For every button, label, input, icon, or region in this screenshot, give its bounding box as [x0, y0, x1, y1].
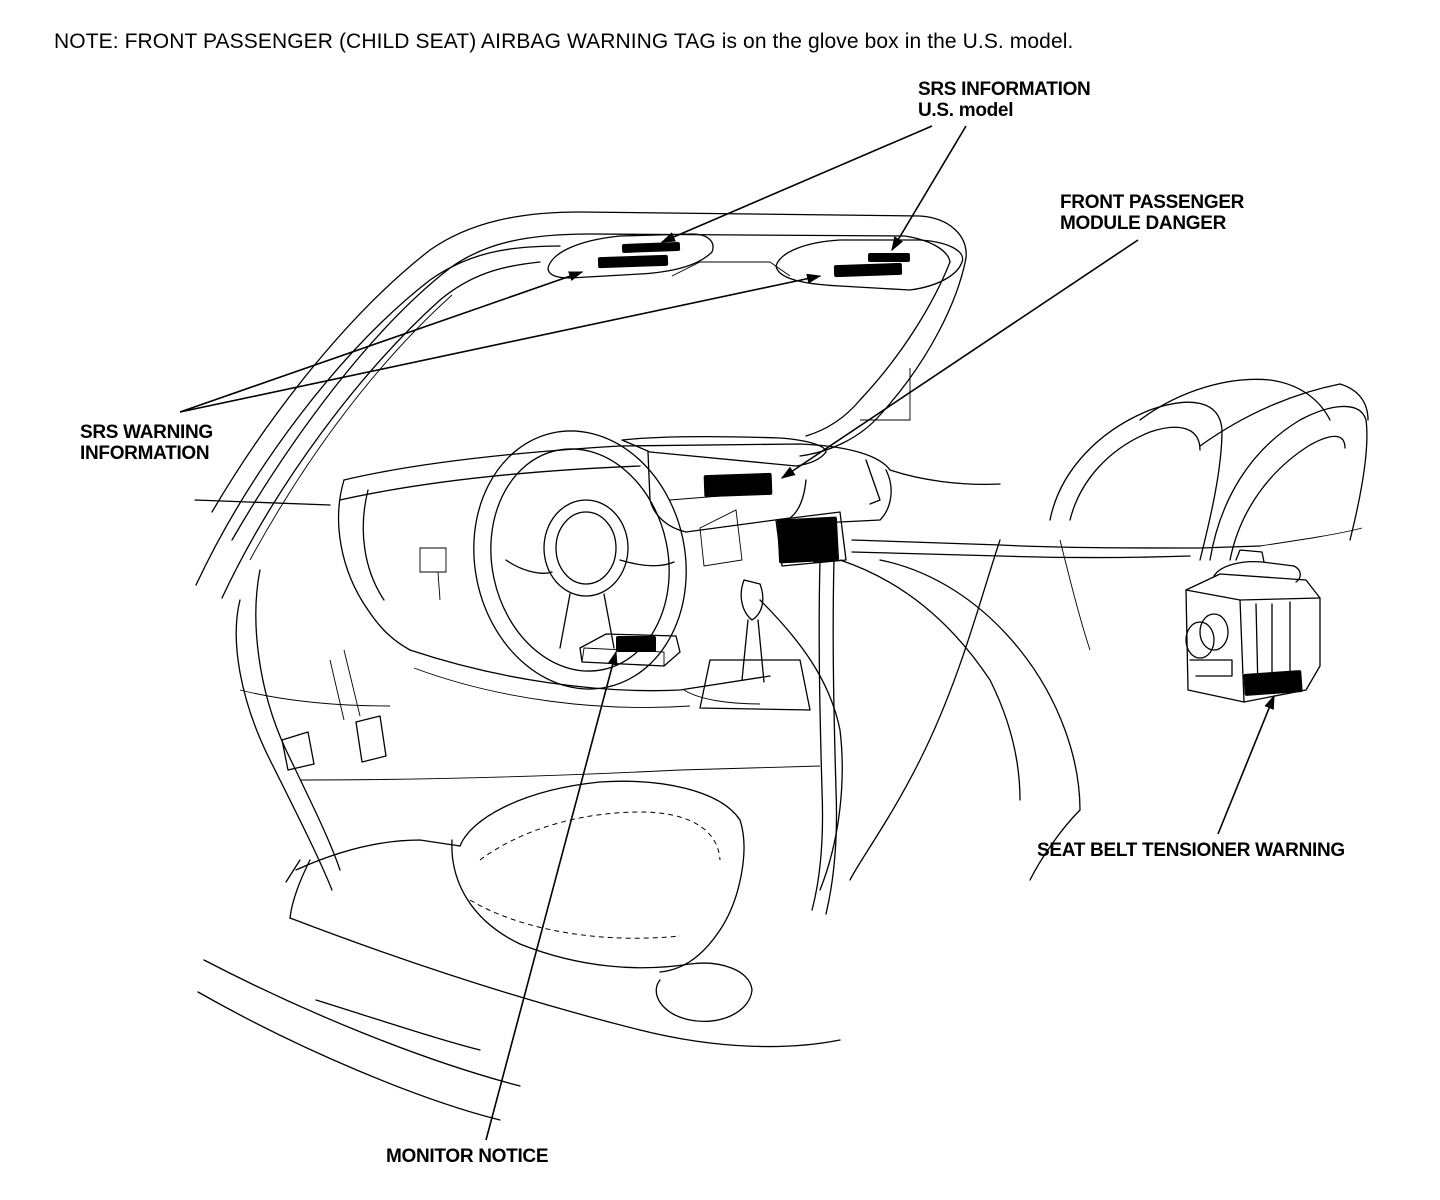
dashboard: [194, 443, 1363, 708]
label-monitor-notice: MONITOR NOTICE: [386, 1146, 549, 1167]
leader-srs-info-right: [891, 125, 967, 252]
label-srs-warning-line2: INFORMATION: [80, 443, 210, 464]
center-display: [621, 436, 827, 567]
visor-tag-left-bottom: [597, 254, 669, 269]
leader-srs-warning-left: [179, 271, 584, 413]
passenger-airbag-tag: [703, 472, 773, 498]
label-srs-warning-line1: SRS WARNING: [80, 422, 213, 443]
tensioner-tag: [1243, 670, 1303, 696]
door-sill: [197, 839, 841, 1121]
leader-srs-info-left: [660, 125, 933, 243]
pedals-floor: [239, 649, 821, 919]
label-front-passenger-line1: FRONT PASSENGER: [1060, 192, 1245, 213]
label-front-passenger-line2: MODULE DANGER: [1060, 213, 1227, 234]
visor-tag-right-top: [868, 253, 910, 262]
seat-belt-tensioner: [1185, 549, 1321, 703]
label-srs-information-line2: U.S. model: [918, 100, 1014, 121]
visor-tag-right-bottom: [833, 262, 903, 278]
control-unit-tag: [776, 516, 840, 564]
sun-visors: [547, 233, 964, 291]
leader-lines: [179, 125, 1275, 1141]
driver-seat: [451, 599, 843, 1022]
srs-control-unit: [775, 511, 847, 915]
gear-shifter: [683, 579, 811, 711]
passenger-headrests: [1049, 378, 1369, 651]
label-srs-information-line1: SRS INFORMATION: [918, 79, 1091, 100]
label-front-passenger: FRONT PASSENGER MODULE DANGER: [1060, 192, 1244, 234]
label-srs-information: SRS INFORMATION U.S. model: [918, 79, 1091, 121]
steering-wheel: [473, 430, 687, 690]
label-seat-belt-tensioner: SEAT BELT TENSIONER WARNING: [1037, 840, 1345, 861]
leader-front-passenger: [780, 239, 1139, 479]
leader-seat-belt: [1217, 694, 1275, 835]
visor-tag-left-top: [621, 242, 681, 253]
passenger-door: [839, 539, 1081, 881]
note-text: NOTE: FRONT PASSENGER (CHILD SEAT) AIRBA…: [54, 30, 1074, 53]
monitor-tag: [616, 636, 656, 652]
leader-srs-warning-right: [179, 273, 822, 413]
windshield-frame: [195, 211, 967, 891]
label-srs-warning: SRS WARNING INFORMATION: [80, 422, 213, 464]
leader-monitor-notice: [485, 650, 618, 1141]
monitor-box: [579, 633, 681, 667]
